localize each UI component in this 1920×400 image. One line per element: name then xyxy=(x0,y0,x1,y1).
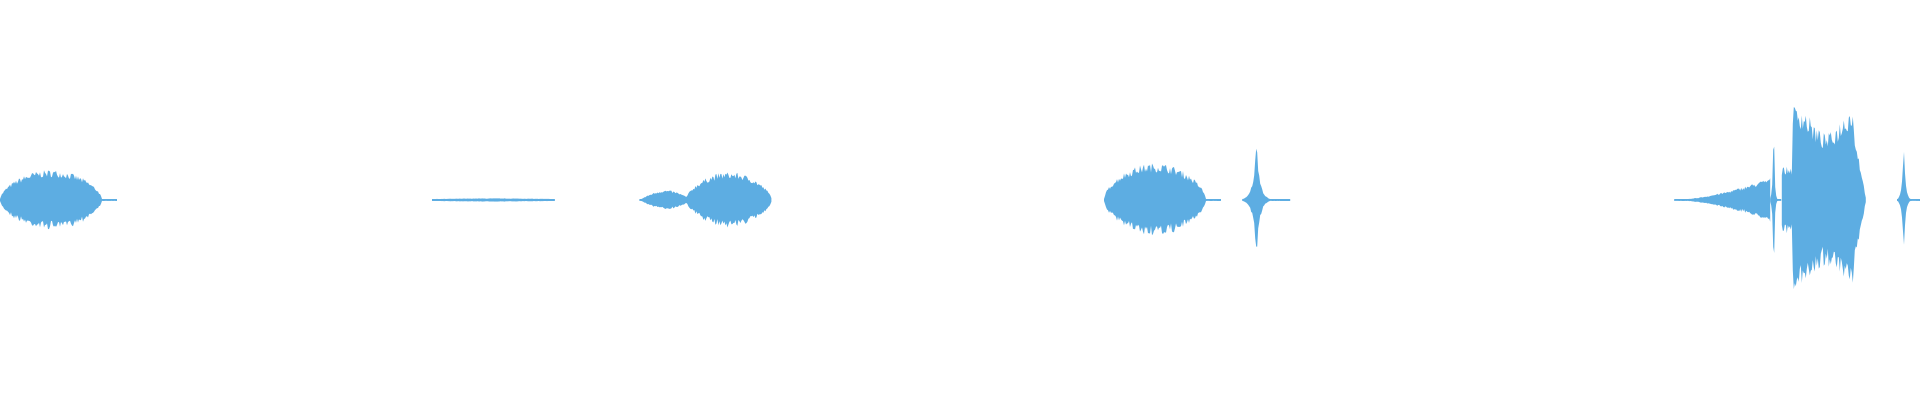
waveform-shape xyxy=(1674,178,1771,222)
waveform-shape xyxy=(1770,146,1782,253)
waveform-segment xyxy=(1781,107,1866,290)
waveform-segment xyxy=(1674,178,1771,222)
waveform-shape xyxy=(0,170,117,230)
waveform-segment xyxy=(1897,151,1920,245)
waveform-segment xyxy=(1104,163,1221,236)
waveform-segment xyxy=(1242,148,1291,247)
waveform-shape xyxy=(639,172,772,228)
waveform-segment xyxy=(639,172,772,228)
waveform-shape xyxy=(1242,148,1291,247)
waveform-shape xyxy=(1781,107,1866,290)
waveform-shape xyxy=(1104,163,1221,236)
waveform-shape xyxy=(1897,151,1920,245)
waveform-segment xyxy=(1770,146,1782,253)
waveform-segment xyxy=(0,170,117,230)
